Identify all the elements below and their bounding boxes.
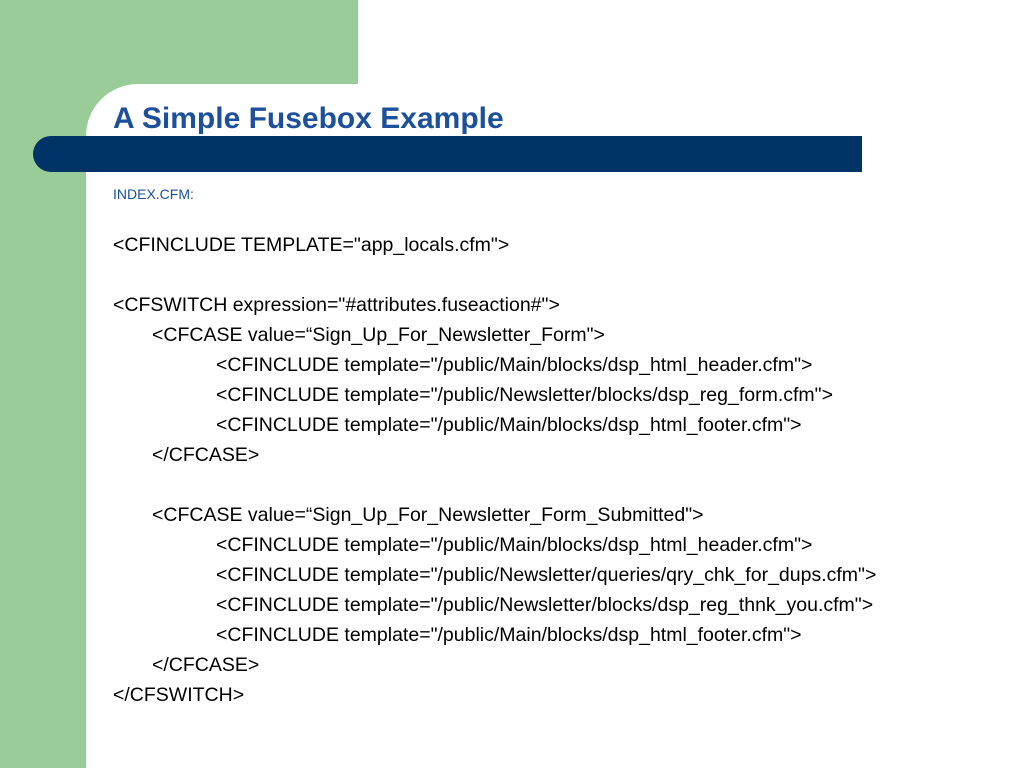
code-line: </CFSWITCH>: [113, 684, 245, 706]
code-line: <CFCASE value=“Sign_Up_For_Newsletter_Fo…: [152, 504, 704, 526]
code-line: <CFINCLUDE template="/public/Main/blocks…: [216, 624, 802, 646]
code-line: <CFINCLUDE template="/public/Newsletter/…: [216, 384, 833, 406]
content-panel: [86, 84, 1024, 768]
blank-line: [113, 470, 876, 500]
code-line: <CFINCLUDE template="/public/Main/blocks…: [216, 414, 802, 436]
slide-title: A Simple Fusebox Example: [113, 102, 504, 135]
code-line: <CFINCLUDE template="/public/Newsletter/…: [216, 594, 874, 616]
code-line: <CFINCLUDE TEMPLATE="app_locals.cfm">: [113, 234, 510, 256]
title-underline-bar: [33, 136, 862, 172]
code-line: <CFINCLUDE template="/public/Main/blocks…: [216, 354, 813, 376]
code-line: <CFINCLUDE template="/public/Newsletter/…: [216, 564, 877, 586]
code-listing: <CFINCLUDE TEMPLATE="app_locals.cfm"> <CF…: [113, 230, 876, 710]
code-line: <CFINCLUDE template="/public/Main/blocks…: [216, 534, 813, 556]
code-line: <CFCASE value=“Sign_Up_For_Newsletter_Fo…: [152, 324, 605, 346]
code-line: </CFCASE>: [152, 444, 260, 466]
blank-line: [113, 260, 876, 290]
file-label: INDEX.CFM:: [113, 186, 194, 202]
code-line: </CFCASE>: [152, 654, 260, 676]
code-line: <CFSWITCH expression="#attributes.fuseac…: [113, 294, 560, 316]
